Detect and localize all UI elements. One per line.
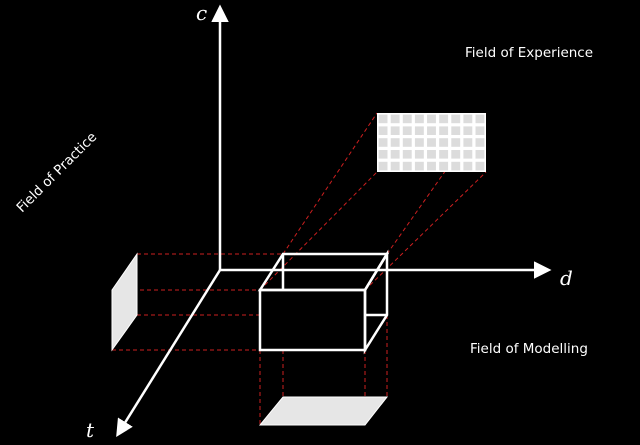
experience-grid-cell (427, 138, 436, 147)
experience-grid-cell (390, 138, 400, 147)
experience-grid-cell (439, 150, 449, 159)
experience-grid-cell (378, 126, 388, 135)
experience-grid-cell (427, 126, 436, 135)
experience-grid-cell (390, 126, 400, 135)
practice-shadow-panel (111, 252, 138, 352)
experience-grid-cell (402, 150, 412, 159)
experience-grid-cell (390, 161, 400, 171)
experience-grid-cell (414, 126, 424, 135)
experience-grid-cell (451, 138, 461, 147)
experience-grid-cell (427, 161, 436, 171)
experience-grid-cell (475, 150, 485, 159)
axis-label-d: d (560, 266, 573, 290)
experience-grid-cell (402, 126, 412, 135)
experience-grid-cell (475, 126, 485, 135)
experience-grid-cell (378, 114, 388, 124)
field-of-practice-label: Field of Practice (14, 129, 101, 216)
experience-grid-cell (402, 138, 412, 147)
experience-grid-cell (463, 114, 473, 124)
experience-grid-cell (402, 161, 412, 171)
experience-grid-cell (451, 126, 461, 135)
experience-grid-cell (451, 150, 461, 159)
experience-grid-cell (475, 161, 485, 171)
experience-grid-cell (390, 114, 400, 124)
experience-grid-cell (378, 138, 388, 147)
axis-label-c: c (196, 1, 207, 25)
experience-grid-cell (439, 138, 449, 147)
experience-grid-cell (475, 138, 485, 147)
field-of-modelling-label: Field of Modelling (470, 341, 588, 357)
experience-grid-cell (414, 114, 424, 124)
experience-grid-cell (439, 161, 449, 171)
experience-grid-cell (451, 114, 461, 124)
axis-label-t: t (86, 418, 95, 442)
experience-grid-cell (463, 150, 473, 159)
modelling-box (257, 249, 390, 355)
experience-grid-cell (414, 150, 424, 159)
experience-grid-cell (451, 161, 461, 171)
experience-grid-cell (414, 161, 424, 171)
experience-grid-cell (414, 138, 424, 147)
experience-grid-cell (390, 150, 400, 159)
experience-grid-cell (439, 126, 449, 135)
experience-grid-cell (402, 114, 412, 124)
experience-grid-cell (463, 138, 473, 147)
experience-grid-cell (439, 114, 449, 124)
experience-grid (377, 113, 486, 172)
axes (116, 4, 552, 437)
experience-grid-cell (463, 161, 473, 171)
field-of-experience-label: Field of Experience (465, 45, 593, 61)
experience-grid-cell (378, 161, 388, 171)
experience-grid-cell (427, 150, 436, 159)
t-axis (116, 269, 222, 437)
modelling-shadow-floor (258, 396, 389, 426)
experience-grid-cell (378, 150, 388, 159)
experience-grid-cell (475, 114, 485, 124)
experience-grid-cell (463, 126, 473, 135)
experience-grid-cell (427, 114, 436, 124)
